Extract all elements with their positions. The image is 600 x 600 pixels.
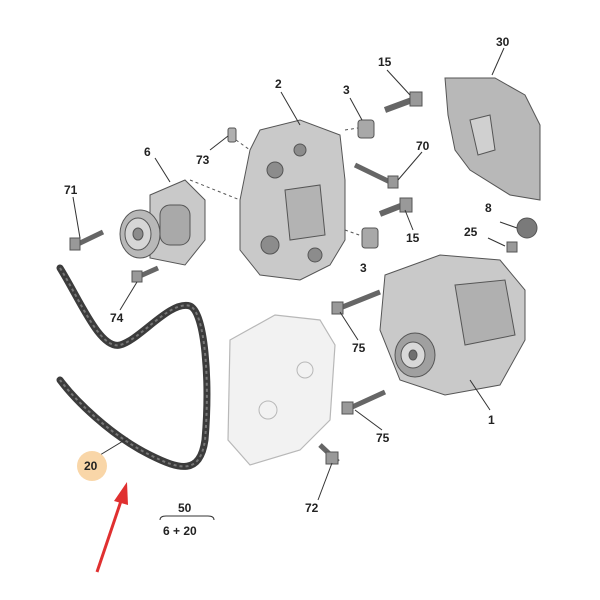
label-74: 74 [110, 311, 124, 325]
bolt-71[interactable] [69, 229, 105, 251]
bolt-75-lower[interactable] [341, 389, 387, 415]
callout-20[interactable]: 20 [77, 451, 107, 481]
pin-73[interactable] [227, 127, 237, 143]
nut-25[interactable] [506, 241, 518, 253]
cap-8[interactable] [516, 217, 538, 239]
label-3-lower: 3 [360, 261, 367, 275]
rear-bracket[interactable] [227, 314, 336, 466]
bolt-75-upper[interactable] [331, 289, 381, 315]
label-1: 1 [488, 413, 495, 427]
spacer-3-lower[interactable] [361, 227, 379, 249]
label-3-top: 3 [343, 83, 350, 97]
label-8: 8 [485, 201, 492, 215]
label-25: 25 [464, 225, 478, 239]
kit-brace [159, 515, 215, 521]
alternator[interactable] [379, 254, 526, 396]
label-6: 6 [144, 145, 151, 159]
bolt-74[interactable] [131, 265, 160, 283]
label-71: 71 [64, 183, 78, 197]
label-30: 30 [496, 35, 510, 49]
belt-tensioner[interactable] [119, 179, 206, 266]
leader-lines [72, 47, 518, 501]
label-15-lower: 15 [406, 231, 420, 245]
label-20: 20 [84, 459, 98, 473]
assembly-lines [189, 127, 363, 237]
label-50-sub: 6 + 20 [163, 524, 197, 538]
red-arrow [95, 482, 128, 573]
label-70: 70 [416, 139, 430, 153]
label-72: 72 [305, 501, 319, 515]
highlight-circle [77, 451, 107, 481]
bolt-15-top[interactable] [383, 91, 423, 113]
label-15-top: 15 [378, 55, 392, 69]
label-2: 2 [275, 77, 282, 91]
drive-belt[interactable] [56, 264, 211, 470]
heat-shield[interactable] [444, 77, 541, 201]
spacer-3-top[interactable] [357, 119, 375, 139]
label-50: 50 [178, 501, 192, 515]
bolt-70[interactable] [353, 162, 399, 189]
bolt-15-lower[interactable] [378, 197, 413, 217]
label-73: 73 [196, 153, 210, 167]
bolt-72[interactable] [318, 443, 340, 465]
main-bracket[interactable] [239, 119, 346, 281]
label-75-lower: 75 [376, 431, 390, 445]
label-75-upper: 75 [352, 341, 366, 355]
kit-note-50: 50 6 + 20 [159, 501, 215, 538]
